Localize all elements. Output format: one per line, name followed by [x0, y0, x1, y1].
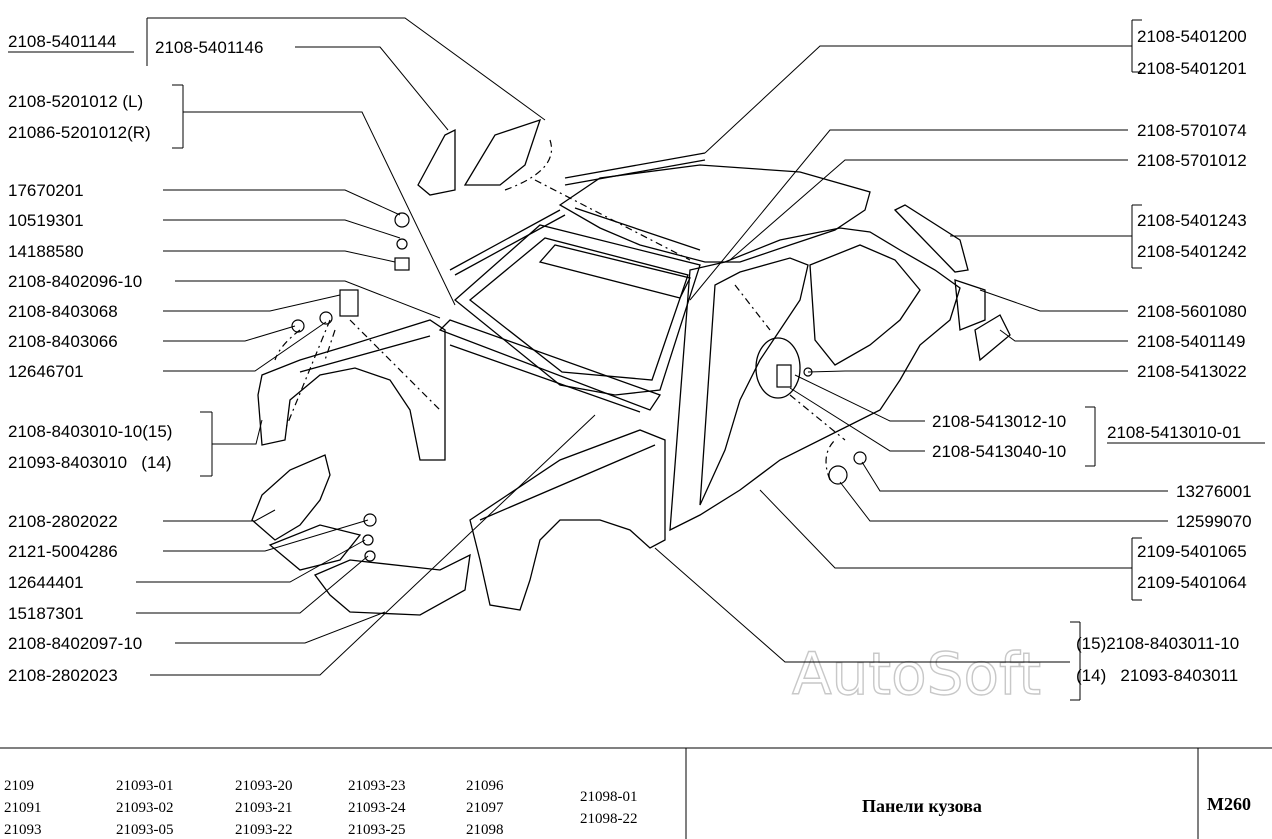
rear-small-bracket	[974, 314, 1011, 362]
part-number-label: 2108-5401200	[1137, 27, 1247, 46]
model-code: 21093-23	[348, 778, 406, 794]
part-number-label: 2108-5601080	[1137, 302, 1247, 321]
model-code: 21093-25	[348, 822, 406, 838]
model-code: 21093-22	[235, 822, 293, 838]
model-code: 21093-24	[348, 800, 406, 816]
washer-part	[396, 238, 408, 250]
door-opening	[699, 257, 809, 506]
watermark: AutoSoft	[792, 640, 1041, 708]
windshield-header	[538, 244, 691, 299]
splash-guard-upper	[251, 454, 331, 541]
splash-guard-lower	[313, 553, 471, 616]
part-number-label: 2108-2802023	[8, 666, 118, 685]
bolt-part	[394, 212, 410, 228]
part-number-label: 2108-8402096-10	[8, 272, 142, 291]
part-number-label: 12599070	[1176, 512, 1252, 531]
part-number-label: 2108-8403010-10(15)	[8, 422, 172, 441]
part-number-label: 2108-8403066	[8, 332, 118, 351]
part-number-label: 2108-8402097-10	[8, 634, 142, 653]
part-number-label: 2108-5401146	[155, 38, 263, 57]
model-code: 21097	[466, 800, 504, 816]
part-number-label: 2109-5401065	[1137, 542, 1247, 561]
part-number-label: 10519301	[8, 211, 84, 230]
part-number-label: 2108-8403068	[8, 302, 118, 321]
windshield-frame	[453, 224, 701, 396]
model-code: 21098	[466, 822, 504, 838]
part-number-label: 2108-5413010-01	[1107, 423, 1241, 442]
part-number-label: 14188580	[8, 242, 84, 261]
hinge-bracket-right	[463, 118, 542, 186]
part-number-label: 2108-5401149	[1137, 332, 1245, 351]
model-code: 21093-02	[116, 800, 174, 816]
part-number-label: 15187301	[8, 604, 84, 623]
rear-window-opening	[809, 244, 921, 366]
part-number-label: 2108-5401201	[1137, 59, 1247, 78]
splash-guard-mid	[268, 524, 362, 571]
part-number-label: 2108-5701012	[1137, 151, 1247, 170]
roof-molding-left	[449, 209, 561, 271]
model-code: 21098-01	[580, 789, 638, 805]
side-panel	[669, 227, 961, 532]
part-number-label: 2108-5413012-10	[932, 412, 1066, 431]
roof-panel	[558, 164, 871, 263]
part-number-label: 2108-5701074	[1137, 121, 1247, 140]
model-code: 21093-01	[116, 778, 174, 794]
part-number-label: 13276001	[1176, 482, 1252, 501]
part-number-label: 21093-8403010 (14)	[8, 453, 172, 472]
title-block: 2109 21091 21093 21093-01 21093-02 21093…	[0, 747, 1272, 839]
model-code: 21093-21	[235, 800, 293, 816]
bracket-part	[339, 289, 359, 317]
fuel-flap	[755, 337, 801, 399]
rear-bracket	[954, 279, 986, 331]
part-number-label: 12644401	[8, 573, 84, 592]
part-number-label: (15)2108-8403011-10	[1076, 634, 1239, 653]
part-number-label: 2109-5401064	[1137, 573, 1247, 592]
part-number-label: 2108-2802022	[8, 512, 118, 531]
model-code: 21093	[4, 822, 42, 838]
roof-edge	[574, 207, 701, 251]
labels-left: 2108-5401144 2108-5401146 2108-5201012 (…	[8, 32, 263, 685]
part-number-label: 2108-5201012 (L)	[8, 92, 143, 111]
washer-part-2	[828, 465, 848, 485]
part-number-label: (14) 21093-8403011	[1076, 666, 1238, 685]
model-code: 2109	[4, 778, 34, 794]
body-illustration	[251, 118, 1011, 616]
part-number-label: 2108-5413040-10	[932, 442, 1066, 461]
hinge-bracket-left	[417, 128, 456, 196]
part-number-label: 2121-5004286	[8, 542, 118, 561]
part-number-label: 2108-5401243	[1137, 211, 1247, 230]
model-code: 21098-22	[580, 811, 638, 827]
windshield-opening	[468, 237, 689, 381]
model-code: 21093-20	[235, 778, 293, 794]
screw-part-2	[853, 451, 867, 465]
part-number-label: 12646701	[8, 362, 84, 381]
leader-lines	[136, 17, 1168, 701]
front-fender	[257, 319, 446, 461]
rear-fender	[469, 429, 666, 611]
model-code: 21096	[466, 778, 504, 794]
labels-right: 2108-5401200 2108-5401201 2108-5701074 2…	[932, 27, 1265, 685]
rear-trim-strip	[893, 204, 969, 273]
model-code: 21093-05	[116, 822, 174, 838]
part-number-label: 21086-5201012(R)	[8, 123, 151, 142]
cowl-panel	[438, 319, 662, 411]
sheet-code: M260	[1207, 794, 1251, 814]
part-number-label: 2108-5413022	[1137, 362, 1247, 381]
model-code: 21091	[4, 800, 42, 816]
part-number-label: 2108-5401144	[8, 32, 116, 51]
part-number-label: 17670201	[8, 181, 84, 200]
clip-part	[394, 257, 410, 271]
sheet-title: Панели кузова	[862, 796, 982, 816]
roof-molding-top	[564, 152, 706, 179]
part-number-label: 2108-5401242	[1137, 242, 1247, 261]
